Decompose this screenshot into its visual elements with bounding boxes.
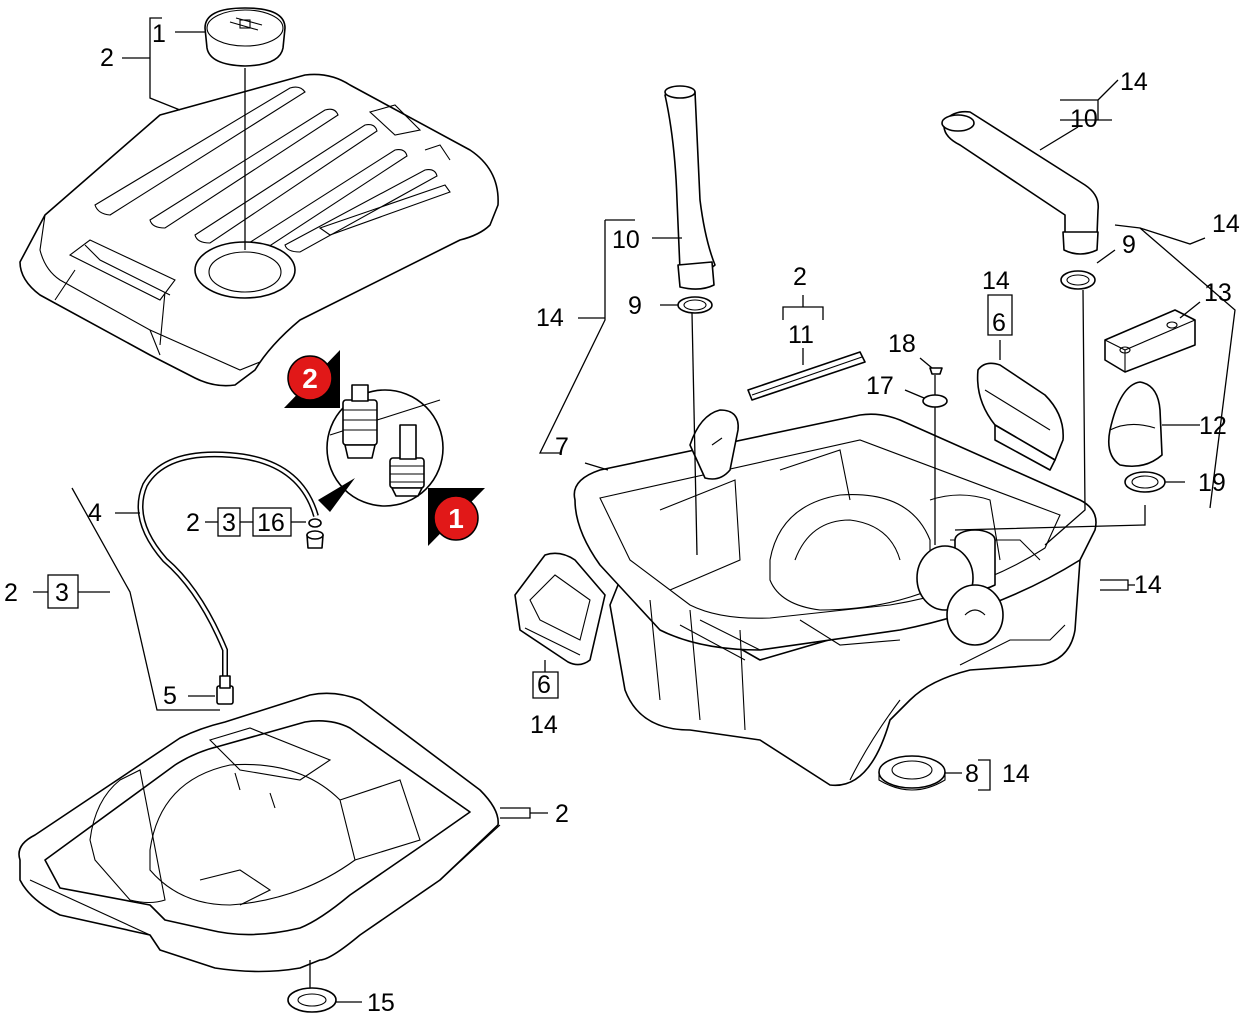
svg-text:1: 1: [448, 503, 464, 534]
latch-left: [514, 552, 606, 666]
screw-and-washer: [922, 367, 948, 408]
label-14: 14: [1212, 210, 1240, 238]
cover-plate-13: [1104, 309, 1196, 373]
label-14: 14: [982, 267, 1010, 295]
sealing-strip: [747, 351, 866, 401]
label-19: 19: [1198, 469, 1226, 497]
label-6: 6: [537, 671, 551, 699]
callout-badge-2: 2: [284, 350, 340, 408]
filler-cap: [204, 7, 286, 67]
label-10: 10: [1070, 105, 1098, 133]
connector-detail-inset: [318, 384, 444, 512]
label-12: 12: [1199, 412, 1227, 440]
label-16: 16: [257, 509, 285, 537]
label-11: 11: [788, 321, 814, 349]
hose: [137, 451, 319, 705]
label-14: 14: [1120, 68, 1148, 96]
top-cover: [19, 68, 499, 387]
label-1: 1: [152, 20, 166, 48]
oring-19: [1124, 471, 1166, 493]
svg-text:2: 2: [302, 363, 318, 394]
label-9: 9: [1122, 231, 1136, 259]
label-10: 10: [612, 226, 640, 254]
callout-badge-1: 1: [428, 488, 485, 546]
label-3: 3: [55, 579, 69, 607]
main-housing: [573, 289, 1146, 787]
label-14: 14: [1134, 571, 1162, 599]
label-4: 4: [88, 499, 102, 527]
label-2: 2: [4, 579, 18, 607]
latch-right: [976, 362, 1064, 471]
label-2: 2: [793, 263, 807, 291]
label-3: 3: [222, 509, 236, 537]
label-17: 17: [866, 372, 894, 400]
part-labels: 1 2 4 2 3 5 2 3 16 2 15 14 10 9 7 2 11 1…: [4, 20, 1240, 1017]
label-2: 2: [555, 800, 569, 828]
label-13: 13: [1204, 279, 1232, 307]
leader-lines: [33, 17, 1236, 1003]
oring-left: [677, 296, 713, 314]
elbow-cap-12: [1107, 381, 1163, 468]
bottom-tray: [18, 692, 501, 990]
elbow-tube-right: [941, 110, 1100, 255]
oring-right: [1060, 270, 1096, 290]
label-7: 7: [555, 433, 569, 461]
label-2: 2: [186, 509, 200, 537]
ring-8: [878, 755, 946, 791]
label-5: 5: [163, 682, 177, 710]
grommet-15: [287, 987, 337, 1013]
label-15: 15: [367, 989, 395, 1017]
label-2: 2: [100, 44, 114, 72]
label-14: 14: [530, 711, 558, 739]
fitting-16: [306, 518, 324, 549]
label-8: 8: [965, 760, 979, 788]
label-6: 6: [992, 309, 1006, 337]
label-14: 14: [536, 304, 564, 332]
label-9: 9: [628, 292, 642, 320]
label-18: 18: [888, 330, 916, 358]
tube-left: [664, 85, 716, 290]
label-14: 14: [1002, 760, 1030, 788]
